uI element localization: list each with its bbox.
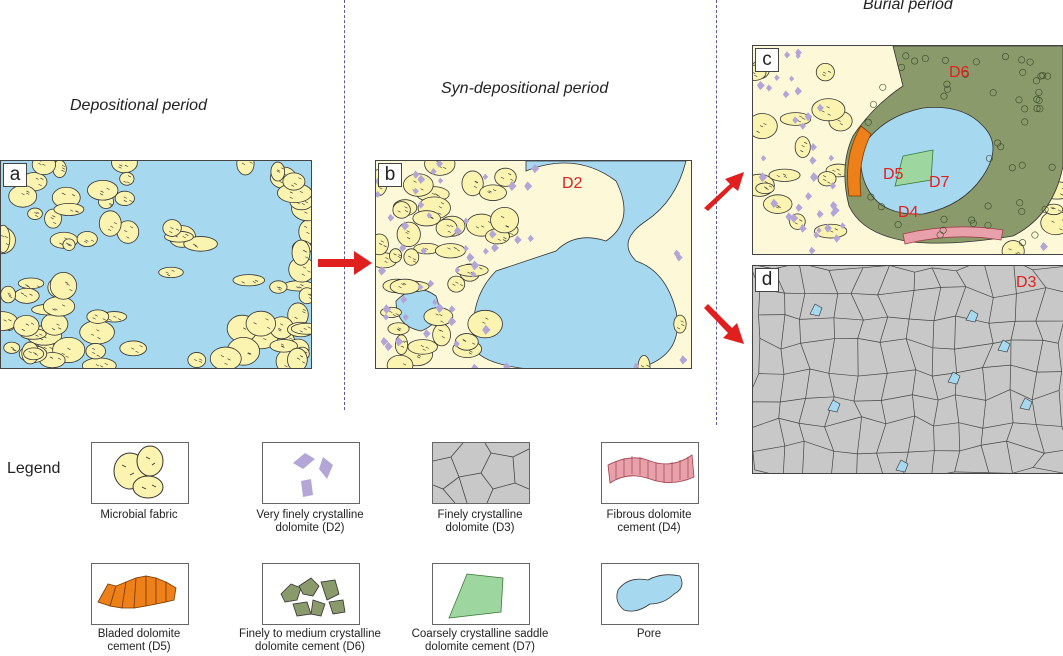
legend-label-pore: Pore [559,628,739,641]
annotation-d3: D3 [1016,274,1037,291]
arrow-b-to-d [704,304,744,344]
legend-swatch-d3 [432,442,530,504]
period-title-syn-depositional: Syn-depositional period [441,80,609,97]
period-title-depositional: Depositional period [70,97,207,114]
legend-label-d3: Finely crystalline dolomite (D3) [390,509,570,535]
legend-label-d5: Bladed dolomite cement (D5) [49,628,229,654]
panel-b: b D2 [375,160,692,369]
period-title-burial: Burial period [863,0,953,13]
legend-swatch-microbial-fabric [91,442,189,504]
legend-label-microbial-fabric: Microbial fabric [49,509,229,522]
legend-label-d4: Fibrous dolomite cement (D4) [559,509,739,535]
panel-a-label: a [3,163,27,187]
legend-swatch-d4 [601,442,699,504]
legend-label-line1: Pore [636,628,662,640]
divider-left [344,0,345,410]
panel-c-label: c [755,48,779,72]
annotation-d4: D4 [898,204,919,221]
legend-label-line1: Microbial fabric [100,509,178,521]
legend-label-line1: Coarsely crystalline saddle [411,628,549,640]
panel-d-artwork [753,266,1063,473]
legend-swatch-d6 [262,563,360,625]
divider-right [716,0,717,425]
legend-swatch-d2 [262,442,360,504]
panel-a-artwork [1,161,311,368]
panel-b-label: b [378,163,402,187]
legend-swatch-d7 [432,563,530,625]
panel-d: d D3 [752,265,1063,474]
legend-label-d7: Coarsely crystalline saddle dolomite cem… [390,628,570,654]
legend-swatch-d5 [91,563,189,625]
annotation-d5: D5 [883,166,904,183]
legend-label-line2: dolomite (D3) [445,522,515,534]
arrow-a-to-b [318,251,372,275]
legend-label-line2: cement (D5) [107,641,171,653]
legend-label-line1: Finely crystalline [437,509,523,521]
legend-title: Legend [7,460,61,477]
legend-label-line1: Very finely crystalline [256,509,364,521]
panel-c: c D6 D5 D7 D4 [752,45,1063,255]
annotation-d7: D7 [929,174,950,191]
legend-label-line2: dolomite cement (D6) [255,641,365,653]
panel-a: a [0,160,312,369]
arrow-b-to-c [704,172,744,211]
legend-label-line1: Fibrous dolomite [606,509,692,521]
legend-label-line1: Finely to medium crystalline [239,628,381,640]
legend-label-line2: cement (D4) [617,522,681,534]
annotation-d6: D6 [949,64,970,81]
legend-label-line2: dolomite (D2) [275,522,345,534]
annotation-d2: D2 [562,175,583,192]
panel-b-artwork [376,161,691,368]
legend-label-d6: Finely to medium crystalline dolomite ce… [220,628,400,654]
legend-swatch-pore [601,563,699,625]
panel-d-label: d [755,268,779,292]
legend-label-d2: Very finely crystalline dolomite (D2) [220,509,400,535]
legend-label-line2: dolomite cement (D7) [425,641,535,653]
legend-label-line1: Bladed dolomite [97,628,181,640]
panel-c-artwork [753,46,1063,254]
